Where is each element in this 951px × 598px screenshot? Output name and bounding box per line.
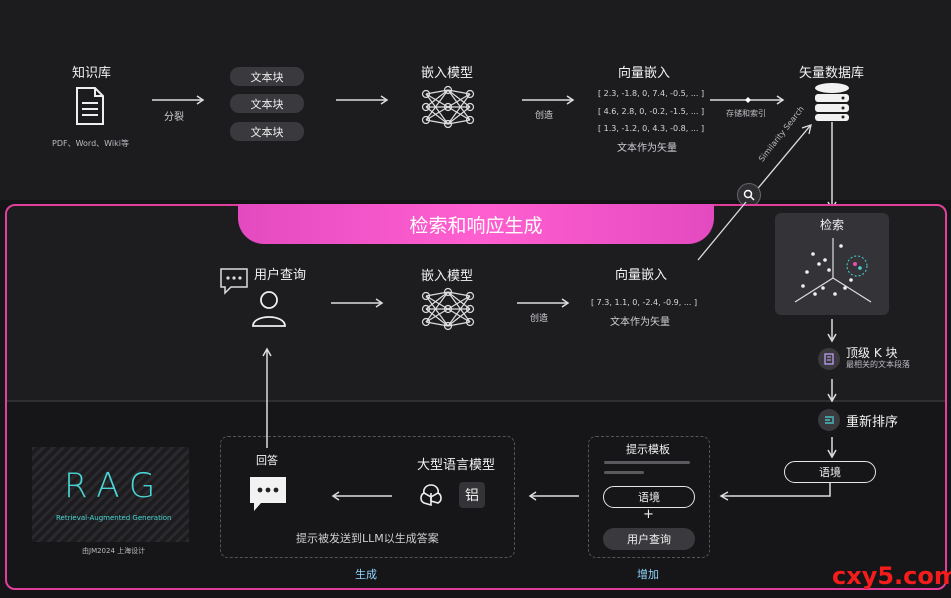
create-label: 创造 [535, 111, 554, 121]
retrieve-to-topk-arrow [827, 319, 837, 343]
database-icon [813, 82, 851, 126]
vector-db-label: 矢量数据库 [799, 66, 865, 81]
store-arrow [710, 95, 785, 105]
retrieval-banner: 检索和响应生成 [238, 204, 714, 244]
vector-row-1: [ 2.3, -1.8, 0, 7.4, -0.5, ... ] [598, 89, 705, 98]
vector-row-2: [ 4.6, 2.8, 0, -0.2, -1.5, ... ] [598, 107, 705, 116]
chunk-to-embed-arrow [336, 95, 389, 105]
answer-label: 回答 [256, 454, 278, 467]
store-index-label: 存储和索引 [726, 109, 766, 118]
text-as-vector-label: 文本作为矢量 [617, 143, 677, 154]
retrieve-label: 检索 [820, 218, 845, 232]
llm-badge: 铝 [459, 482, 485, 508]
llm-to-answer-arrow [331, 491, 392, 501]
split-label: 分裂 [164, 112, 184, 123]
text-chunk-2: 文本块 [230, 94, 304, 113]
context-pill: 语境 [784, 461, 876, 483]
augment-context-pill: 语境 [603, 486, 695, 508]
retrieve-box [775, 213, 889, 315]
plus-sign: + [643, 507, 654, 522]
llm-label: 大型语言模型 [417, 458, 496, 473]
rag-logo-title: RAG [64, 466, 166, 506]
topk-icon [818, 348, 840, 370]
vector-row-3: [ 1.3, -1.2, 0, 4.3, -0.8, ... ] [598, 124, 705, 133]
query-text-as-vector-label: 文本作为矢量 [610, 317, 670, 328]
kb-sources: PDF、Word、Wiki等 [52, 139, 129, 148]
split-arrow [152, 95, 205, 105]
augment-to-generate-arrow [528, 491, 579, 501]
query-create-label: 创造 [530, 314, 549, 324]
answer-bubble-icon [249, 476, 287, 516]
template-line-1 [604, 461, 690, 464]
rag-logo [32, 447, 189, 542]
rerank-to-context-arrow [827, 437, 837, 459]
neural-network-icon-2 [420, 286, 476, 336]
rag-logo-subtitle: Retrieval-Augmented Generation [56, 514, 172, 522]
text-chunk-1: 文本块 [230, 67, 304, 86]
query-vector-embed-label: 向量嵌入 [615, 268, 668, 283]
topk-to-rerank-arrow [827, 379, 837, 403]
rerank-label: 重新排序 [846, 415, 899, 430]
rag-logo-credit: 由JM2024 上海设计 [82, 547, 146, 555]
vector-embed-label: 向量嵌入 [618, 66, 671, 81]
topk-label: 顶级 K 块 [846, 346, 898, 360]
generate-section-label: 生成 [355, 568, 377, 581]
chat-bubble-icon [219, 267, 249, 299]
document-icon [72, 84, 110, 128]
llm-logo-icon [418, 482, 444, 512]
embed-to-vector-arrow [522, 95, 575, 105]
topk-sub-label: 最相关的文本段落 [846, 360, 910, 369]
text-chunk-3: 文本块 [230, 122, 304, 141]
prompt-template-label: 提示模板 [626, 443, 670, 456]
user-query-label: 用户查询 [254, 268, 307, 283]
sent-to-llm-label: 提示被发送到LLM以生成答案 [296, 532, 439, 545]
generate-box [220, 436, 515, 558]
query-vector: [ 7.3, 1.1, 0, -2.4, -0.9, ... ] [591, 298, 698, 307]
template-line-2 [604, 471, 644, 474]
site-watermark: cxy5.com [832, 562, 951, 590]
augment-user-query-pill: 用户查询 [603, 528, 695, 550]
db-to-retrieve-arrow [827, 122, 837, 211]
augment-section-label: 增加 [637, 568, 659, 581]
augment-box [588, 436, 710, 558]
query-to-embed-arrow [331, 298, 384, 308]
search-icon [737, 183, 761, 207]
section-divider [7, 400, 945, 402]
vector-space-plot-icon [785, 234, 881, 312]
knowledge-base-label: 知识库 [72, 66, 112, 81]
query-embed-to-vector-arrow [517, 298, 570, 308]
neural-network-icon [420, 84, 476, 134]
similarity-search-line-lower [697, 201, 747, 261]
answer-to-user-arrow [262, 347, 272, 448]
user-icon [249, 288, 289, 332]
query-embed-model-label: 嵌入模型 [421, 269, 474, 284]
embed-model-label: 嵌入模型 [421, 66, 474, 81]
rerank-icon [818, 409, 840, 431]
context-to-augment-arrow [719, 483, 831, 501]
